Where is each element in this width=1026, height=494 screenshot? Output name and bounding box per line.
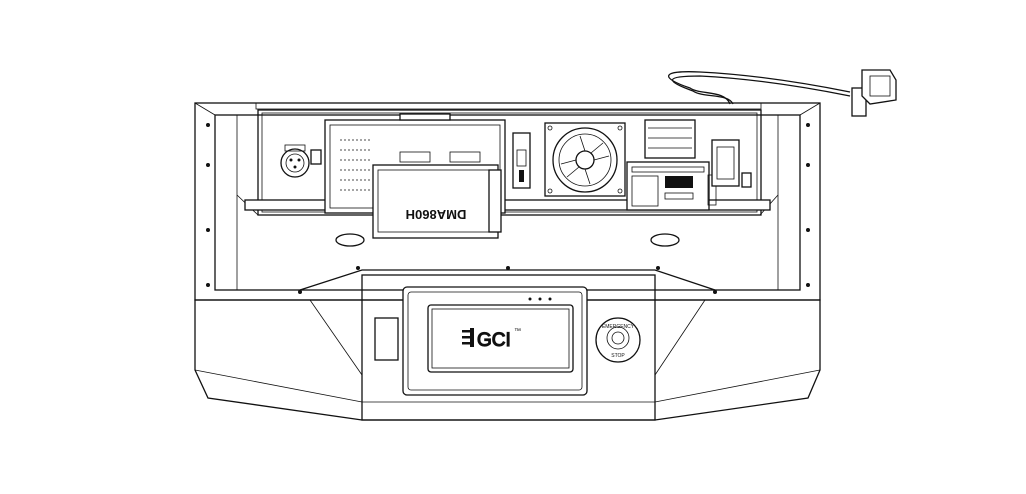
estop-label-bottom: STOP bbox=[611, 353, 625, 359]
xlr-connector bbox=[280, 144, 322, 178]
terminal-block bbox=[644, 119, 696, 159]
cabinet-console bbox=[194, 266, 821, 421]
emergency-stop-button[interactable]: EMERGENCY STOP bbox=[595, 317, 641, 363]
display-logo-mark: ™ bbox=[514, 328, 521, 335]
cooling-fan bbox=[544, 122, 626, 197]
gci-logo-icon bbox=[462, 328, 474, 347]
circuit-breaker bbox=[512, 132, 531, 189]
driver-label: DMA860H bbox=[406, 207, 467, 222]
stepper-driver: DMA860H bbox=[372, 164, 502, 239]
display-logo: GCI bbox=[477, 330, 511, 351]
estop-label-top: EMERGENCY bbox=[602, 324, 635, 330]
mounting-plate bbox=[244, 109, 771, 216]
rocker-switch bbox=[711, 139, 752, 188]
controller-board bbox=[626, 161, 717, 211]
hmi-display: GCI ™ bbox=[402, 286, 588, 396]
power-cable bbox=[668, 69, 897, 117]
key-switch-slot bbox=[374, 317, 399, 361]
